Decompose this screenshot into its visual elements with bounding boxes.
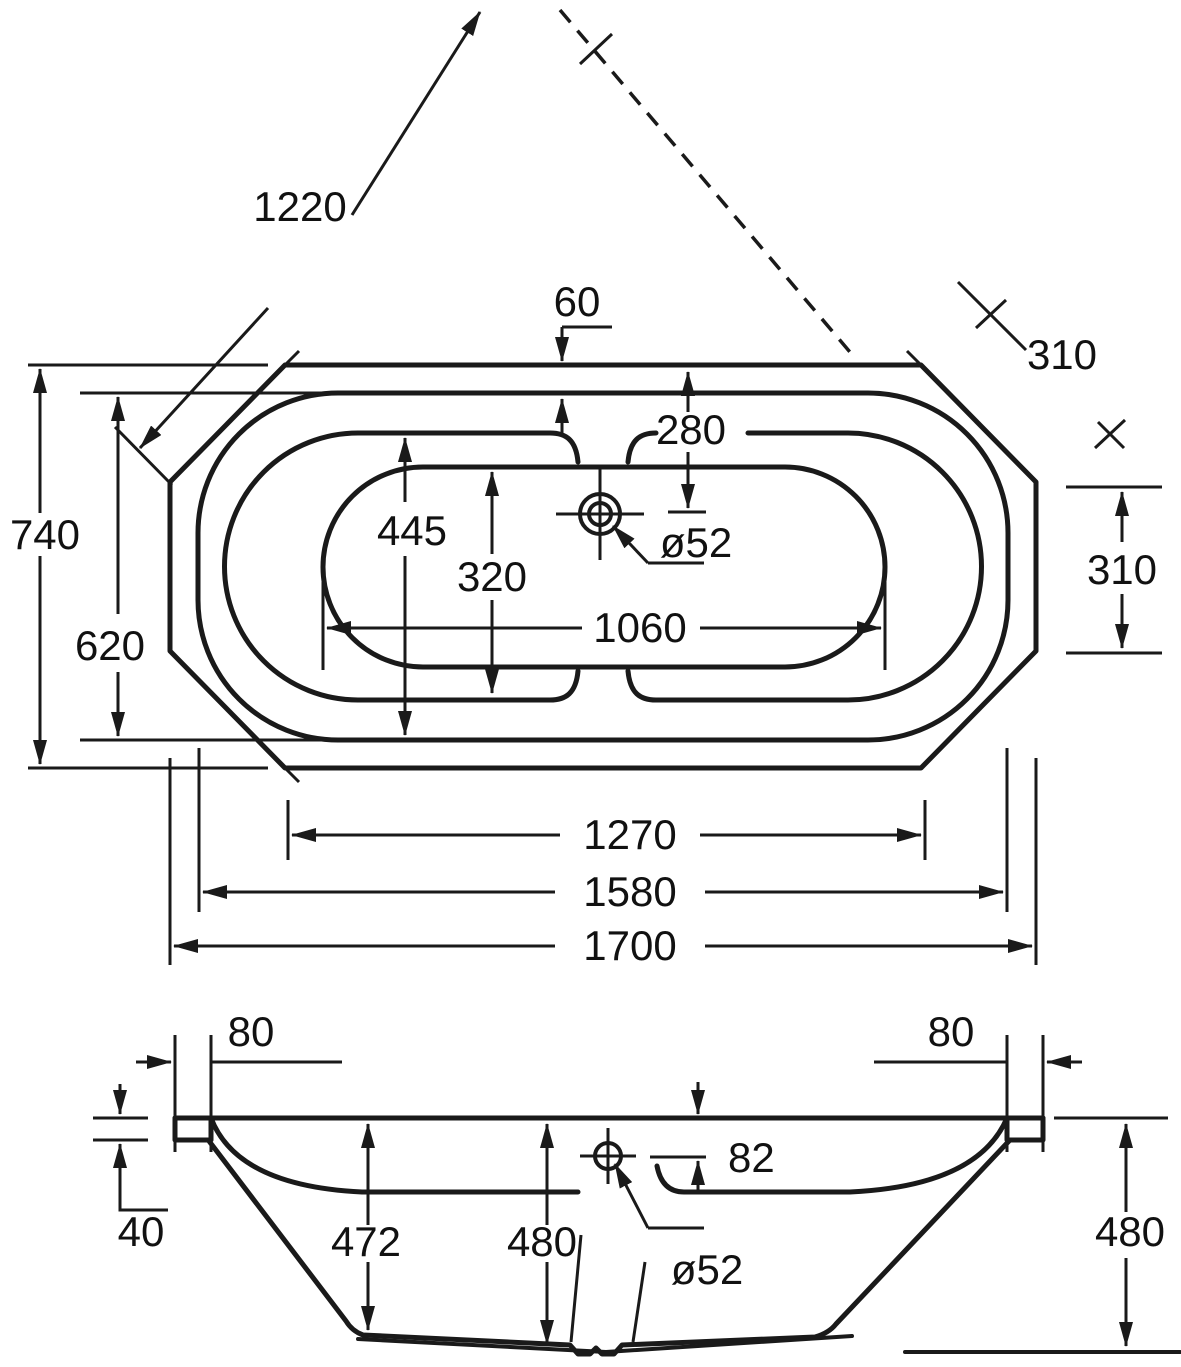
dim-310-corner-tick-b (1093, 418, 1127, 450)
dim-310-corner-tick-a (974, 298, 1008, 330)
dim-waste-dia-label: ø52 (671, 1246, 743, 1293)
rim-outer-octagon (167, 362, 1039, 771)
dim-80L-label: 80 (228, 1008, 275, 1055)
dim-740-label: 740 (10, 511, 80, 558)
top-view: ø52 1220 310 310 60 280 7 (10, 8, 1162, 969)
dim-80R-label: 80 (928, 1008, 975, 1055)
section-overflow-leader (613, 1163, 650, 1229)
basin-lip-left (222, 430, 581, 703)
dim-320-label: 320 (457, 553, 527, 600)
dim-40-leader (118, 1174, 168, 1212)
dim-310-side-label: 310 (1087, 546, 1157, 593)
overflow-leader (611, 524, 650, 565)
dim-480C-label: 480 (507, 1218, 577, 1265)
section-inner-wall-left (208, 1115, 581, 1195)
dim-1270-label: 1270 (583, 811, 676, 858)
dashed-line-tick (578, 32, 614, 66)
dim-1220-line-upper (350, 11, 482, 216)
dim-40-label: 40 (118, 1208, 165, 1255)
dim-1220-line-lower (138, 306, 270, 450)
corner-seam-top-right (905, 349, 923, 367)
dim-472-label: 472 (331, 1218, 401, 1265)
section-view: ø52 80 80 40 82 472 480 (93, 1008, 1181, 1357)
dim-620-label: 620 (75, 622, 145, 669)
overflow-crosshair (556, 468, 644, 560)
section-rim-tab-right (1004, 1115, 1046, 1143)
dim-overflow-dia-label: ø52 (660, 519, 732, 566)
section-outer-shell (206, 1138, 1012, 1357)
dim-1220-dashed-projection (558, 8, 857, 360)
dim-60-label: 60 (554, 278, 601, 325)
basin-lip-right (625, 430, 984, 703)
section-base-line (356, 1334, 854, 1355)
rim-inner-edge (195, 390, 1011, 743)
dim-310-corner-line-a (956, 280, 1028, 352)
corner-seam-top-left (283, 349, 301, 367)
dim-82-label: 82 (728, 1134, 775, 1181)
dim-480R-label: 480 (1095, 1208, 1165, 1255)
basin-floor-outline (320, 464, 888, 670)
dim-310-corner-label: 310 (1027, 331, 1097, 378)
section-overflow-crosshair (580, 1128, 636, 1184)
dim-1220-ext (113, 425, 174, 487)
dim-1580-label: 1580 (583, 868, 676, 915)
basin-lip-right-notch-top (625, 430, 659, 465)
dim-1060-label: 1060 (593, 604, 686, 651)
section-rim-tab-left (172, 1115, 214, 1143)
dim-1220-label: 1220 (253, 183, 346, 230)
dim-1700-label: 1700 (583, 922, 676, 969)
dim-280-label: 280 (656, 406, 726, 453)
section-inner-wall-right (654, 1115, 1010, 1195)
waste-leader-a (569, 1234, 583, 1343)
dim-445-label: 445 (377, 507, 447, 554)
corner-seam-bottom-left (283, 766, 301, 784)
waste-leader-b (631, 1261, 647, 1343)
